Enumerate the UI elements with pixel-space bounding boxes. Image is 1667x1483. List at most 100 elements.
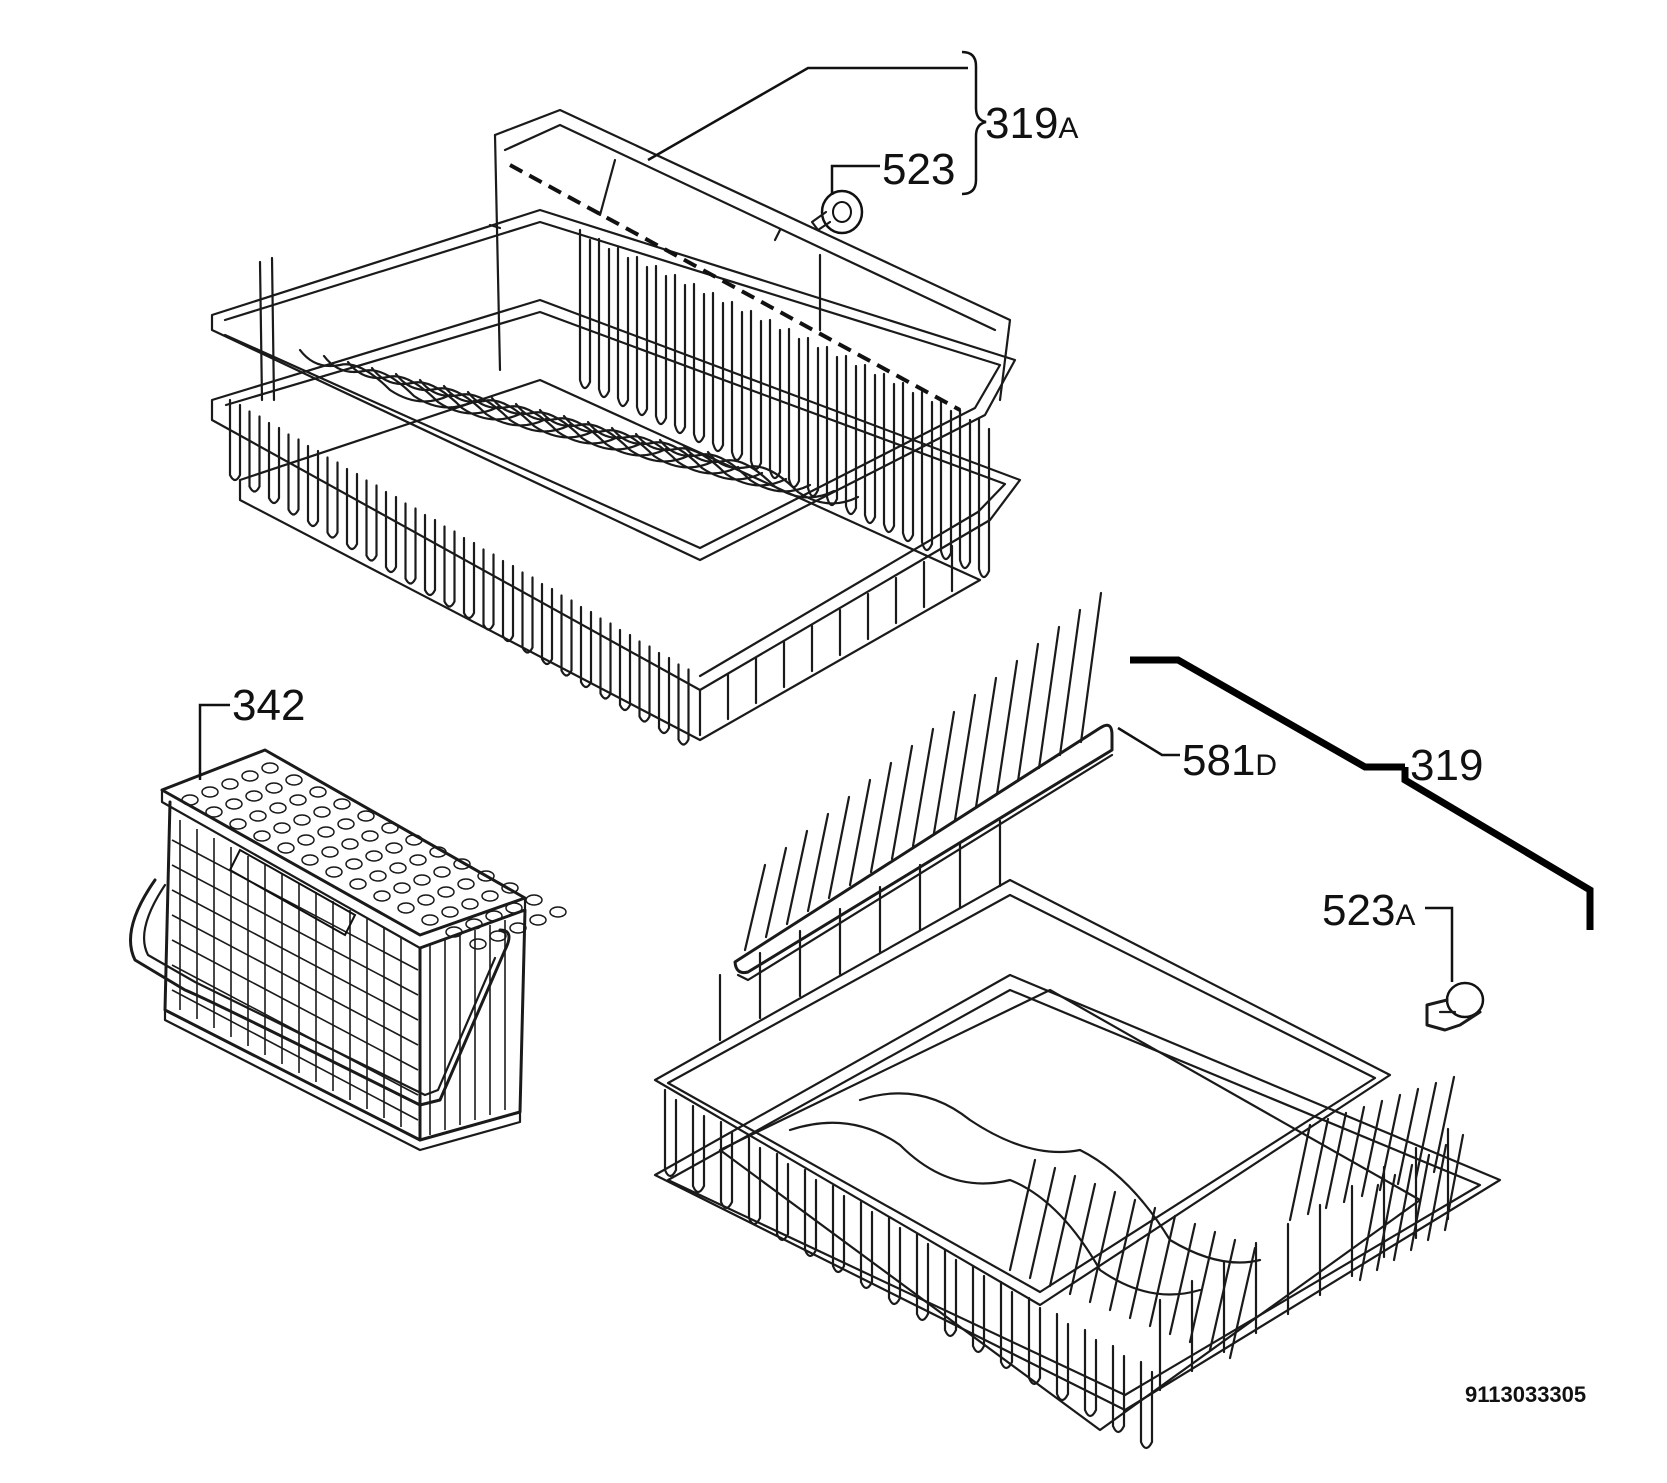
lid-hole — [269, 802, 287, 814]
wire — [1360, 1099, 1384, 1198]
wire — [1443, 1133, 1465, 1232]
wire — [267, 421, 281, 505]
lid-hole — [241, 770, 259, 782]
wire — [599, 617, 612, 700]
lid-hole — [477, 870, 495, 882]
wire — [1392, 1163, 1414, 1262]
wire — [578, 228, 592, 390]
wire — [1396, 1087, 1420, 1186]
wire — [171, 914, 419, 1046]
lid-hole — [393, 882, 411, 894]
lid-hole — [465, 918, 483, 930]
wire — [654, 264, 668, 426]
wire — [1008, 1158, 1037, 1272]
lid-hole — [457, 878, 475, 890]
wire — [1048, 1174, 1077, 1288]
wire — [971, 1264, 986, 1354]
lid-hole — [341, 838, 359, 850]
lid-hole — [245, 790, 263, 802]
wire — [501, 559, 515, 643]
wire — [228, 398, 242, 482]
lid-hole — [349, 878, 367, 890]
lid-hole — [289, 794, 307, 806]
wire — [1058, 608, 1082, 757]
lid-hole — [261, 762, 279, 774]
wire — [1208, 1238, 1237, 1352]
wire — [827, 795, 851, 900]
lid-hole — [529, 914, 547, 926]
wire — [677, 663, 690, 746]
wire — [1324, 1111, 1348, 1210]
cutlery-basket-leader — [198, 703, 230, 780]
wire — [939, 399, 953, 561]
lid-hole — [433, 866, 451, 878]
wire — [691, 1104, 706, 1194]
wire — [1068, 1182, 1097, 1296]
wire — [171, 839, 419, 971]
wire — [890, 744, 914, 861]
lid-hole — [249, 810, 267, 822]
wire — [775, 1152, 790, 1242]
wire — [423, 513, 437, 597]
wire — [1306, 1117, 1330, 1216]
lid-hole — [549, 906, 567, 918]
lid-hole — [505, 902, 523, 914]
lid-hole — [365, 850, 383, 862]
wire — [365, 479, 378, 562]
wire — [248, 410, 261, 493]
lid-hole — [385, 842, 403, 854]
upper-wheel-part — [810, 164, 880, 235]
lid-hole — [485, 910, 503, 922]
wire — [1414, 1081, 1438, 1180]
wire — [825, 345, 839, 507]
wire — [443, 525, 456, 608]
drawing-code: 9113033305 — [1465, 1382, 1586, 1407]
lower-wheel-part — [1425, 906, 1485, 1032]
wire — [1079, 591, 1103, 744]
wire — [911, 727, 935, 848]
lid-hole — [417, 894, 435, 906]
label-plate-rack: 581D — [1182, 736, 1277, 785]
lid-hole — [373, 890, 391, 902]
lid-hole — [273, 822, 291, 834]
wire — [882, 372, 896, 534]
lid-hole — [297, 834, 315, 846]
lid-hole — [309, 786, 327, 798]
lid-hole — [453, 858, 471, 870]
wire — [462, 536, 476, 620]
lid-hole — [321, 846, 339, 858]
wire — [768, 318, 782, 480]
lid-hole — [361, 830, 379, 842]
lid-hole — [293, 814, 311, 826]
lid-hole — [525, 894, 543, 906]
wire — [1083, 1328, 1098, 1418]
lid-hole — [181, 794, 199, 806]
wire — [1108, 1198, 1137, 1312]
wire — [404, 502, 417, 585]
wire — [844, 354, 858, 516]
wire — [749, 309, 763, 471]
label-upper-wheel: 523 — [882, 145, 955, 194]
wire — [521, 571, 534, 654]
wire — [1139, 1360, 1154, 1450]
wire — [958, 408, 972, 570]
label-lower-wheel: 523A — [1322, 886, 1415, 935]
wire — [1128, 1206, 1157, 1320]
wire — [1037, 625, 1061, 770]
lid-hole — [345, 858, 363, 870]
lid-hole — [357, 810, 375, 822]
wire — [974, 676, 998, 809]
wire — [1027, 1296, 1042, 1386]
wire — [932, 710, 956, 835]
lid-hole — [381, 822, 399, 834]
wire — [743, 863, 767, 952]
lower-basket-leader — [1130, 656, 1594, 930]
wire — [719, 1120, 734, 1210]
wire — [579, 605, 593, 689]
wire — [1188, 1230, 1217, 1344]
wire — [597, 237, 611, 399]
wire — [1228, 1246, 1257, 1360]
lid-hole — [397, 902, 415, 914]
plate-rack — [733, 591, 1114, 982]
